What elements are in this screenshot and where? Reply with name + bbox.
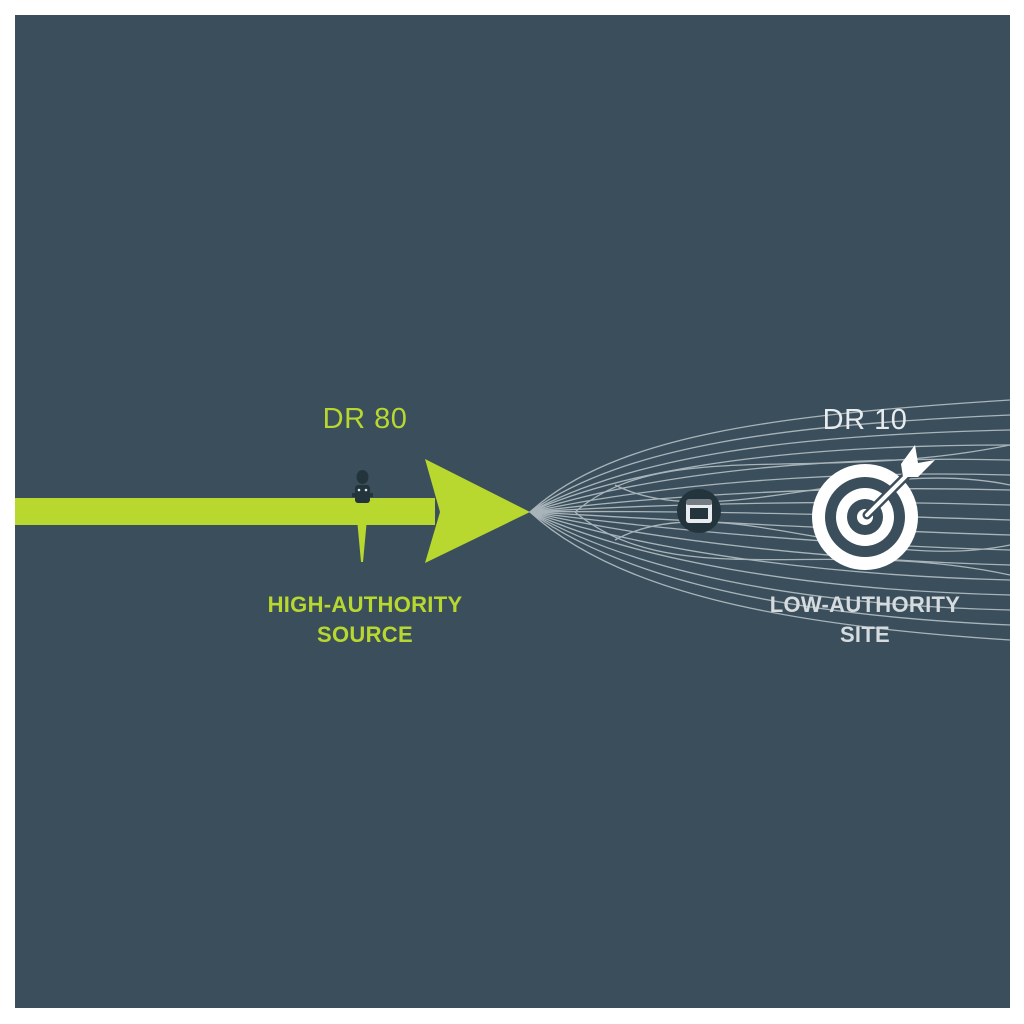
target-caption-line2: SITE <box>839 622 891 647</box>
source-rating: DR 80 <box>322 403 408 435</box>
target-caption: LOW-AUTHORITY SITE <box>735 590 995 650</box>
target-icon <box>812 445 935 570</box>
source-caption-line2: SOURCE <box>317 622 413 647</box>
torch-icon <box>352 470 373 562</box>
diagram-canvas: DR 80 DR 10 HIGH-AUTHORITY SOURCE LOW-AU… <box>15 15 1010 1008</box>
source-caption: HIGH-AUTHORITY SOURCE <box>235 590 495 650</box>
arrow-head <box>425 459 530 563</box>
link-flow-diagram <box>15 15 1010 1008</box>
source-caption-line1: HIGH-AUTHORITY <box>267 592 463 617</box>
target-caption-line1: LOW-AUTHORITY <box>769 592 961 617</box>
arrow-shaft <box>15 498 435 525</box>
target-rating: DR 10 <box>822 404 908 436</box>
fanning-link-lines <box>529 399 1010 641</box>
browser-window-icon <box>677 489 721 533</box>
